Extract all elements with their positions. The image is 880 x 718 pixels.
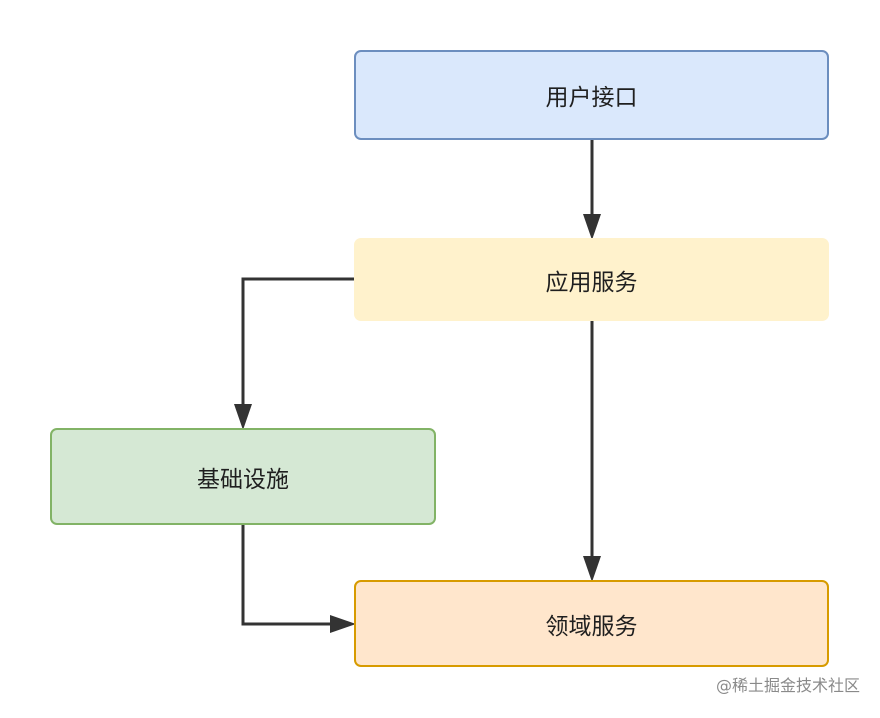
arrowhead-user-to-app bbox=[583, 214, 601, 240]
watermark: @稀土掘金技术社区 bbox=[715, 676, 860, 695]
node-user-interface-label: 用户接口 bbox=[545, 85, 638, 111]
node-infrastructure: 基础设施 bbox=[50, 428, 436, 525]
node-domain-service: 领域服务 bbox=[354, 580, 829, 667]
arrowhead-app-to-infra bbox=[234, 404, 252, 430]
node-user-interface: 用户接口 bbox=[354, 50, 829, 140]
node-domain-service-label: 领域服务 bbox=[545, 613, 638, 640]
node-infrastructure-label: 基础设施 bbox=[197, 466, 289, 493]
node-application-service-label: 应用服务 bbox=[545, 269, 638, 296]
node-application-service: 应用服务 bbox=[354, 238, 829, 321]
edge-app-to-infra bbox=[241, 277, 354, 412]
arrowhead-infra-to-domain bbox=[330, 615, 356, 633]
edge-infra-to-domain bbox=[241, 525, 338, 626]
arrowhead-app-to-domain bbox=[583, 556, 601, 582]
